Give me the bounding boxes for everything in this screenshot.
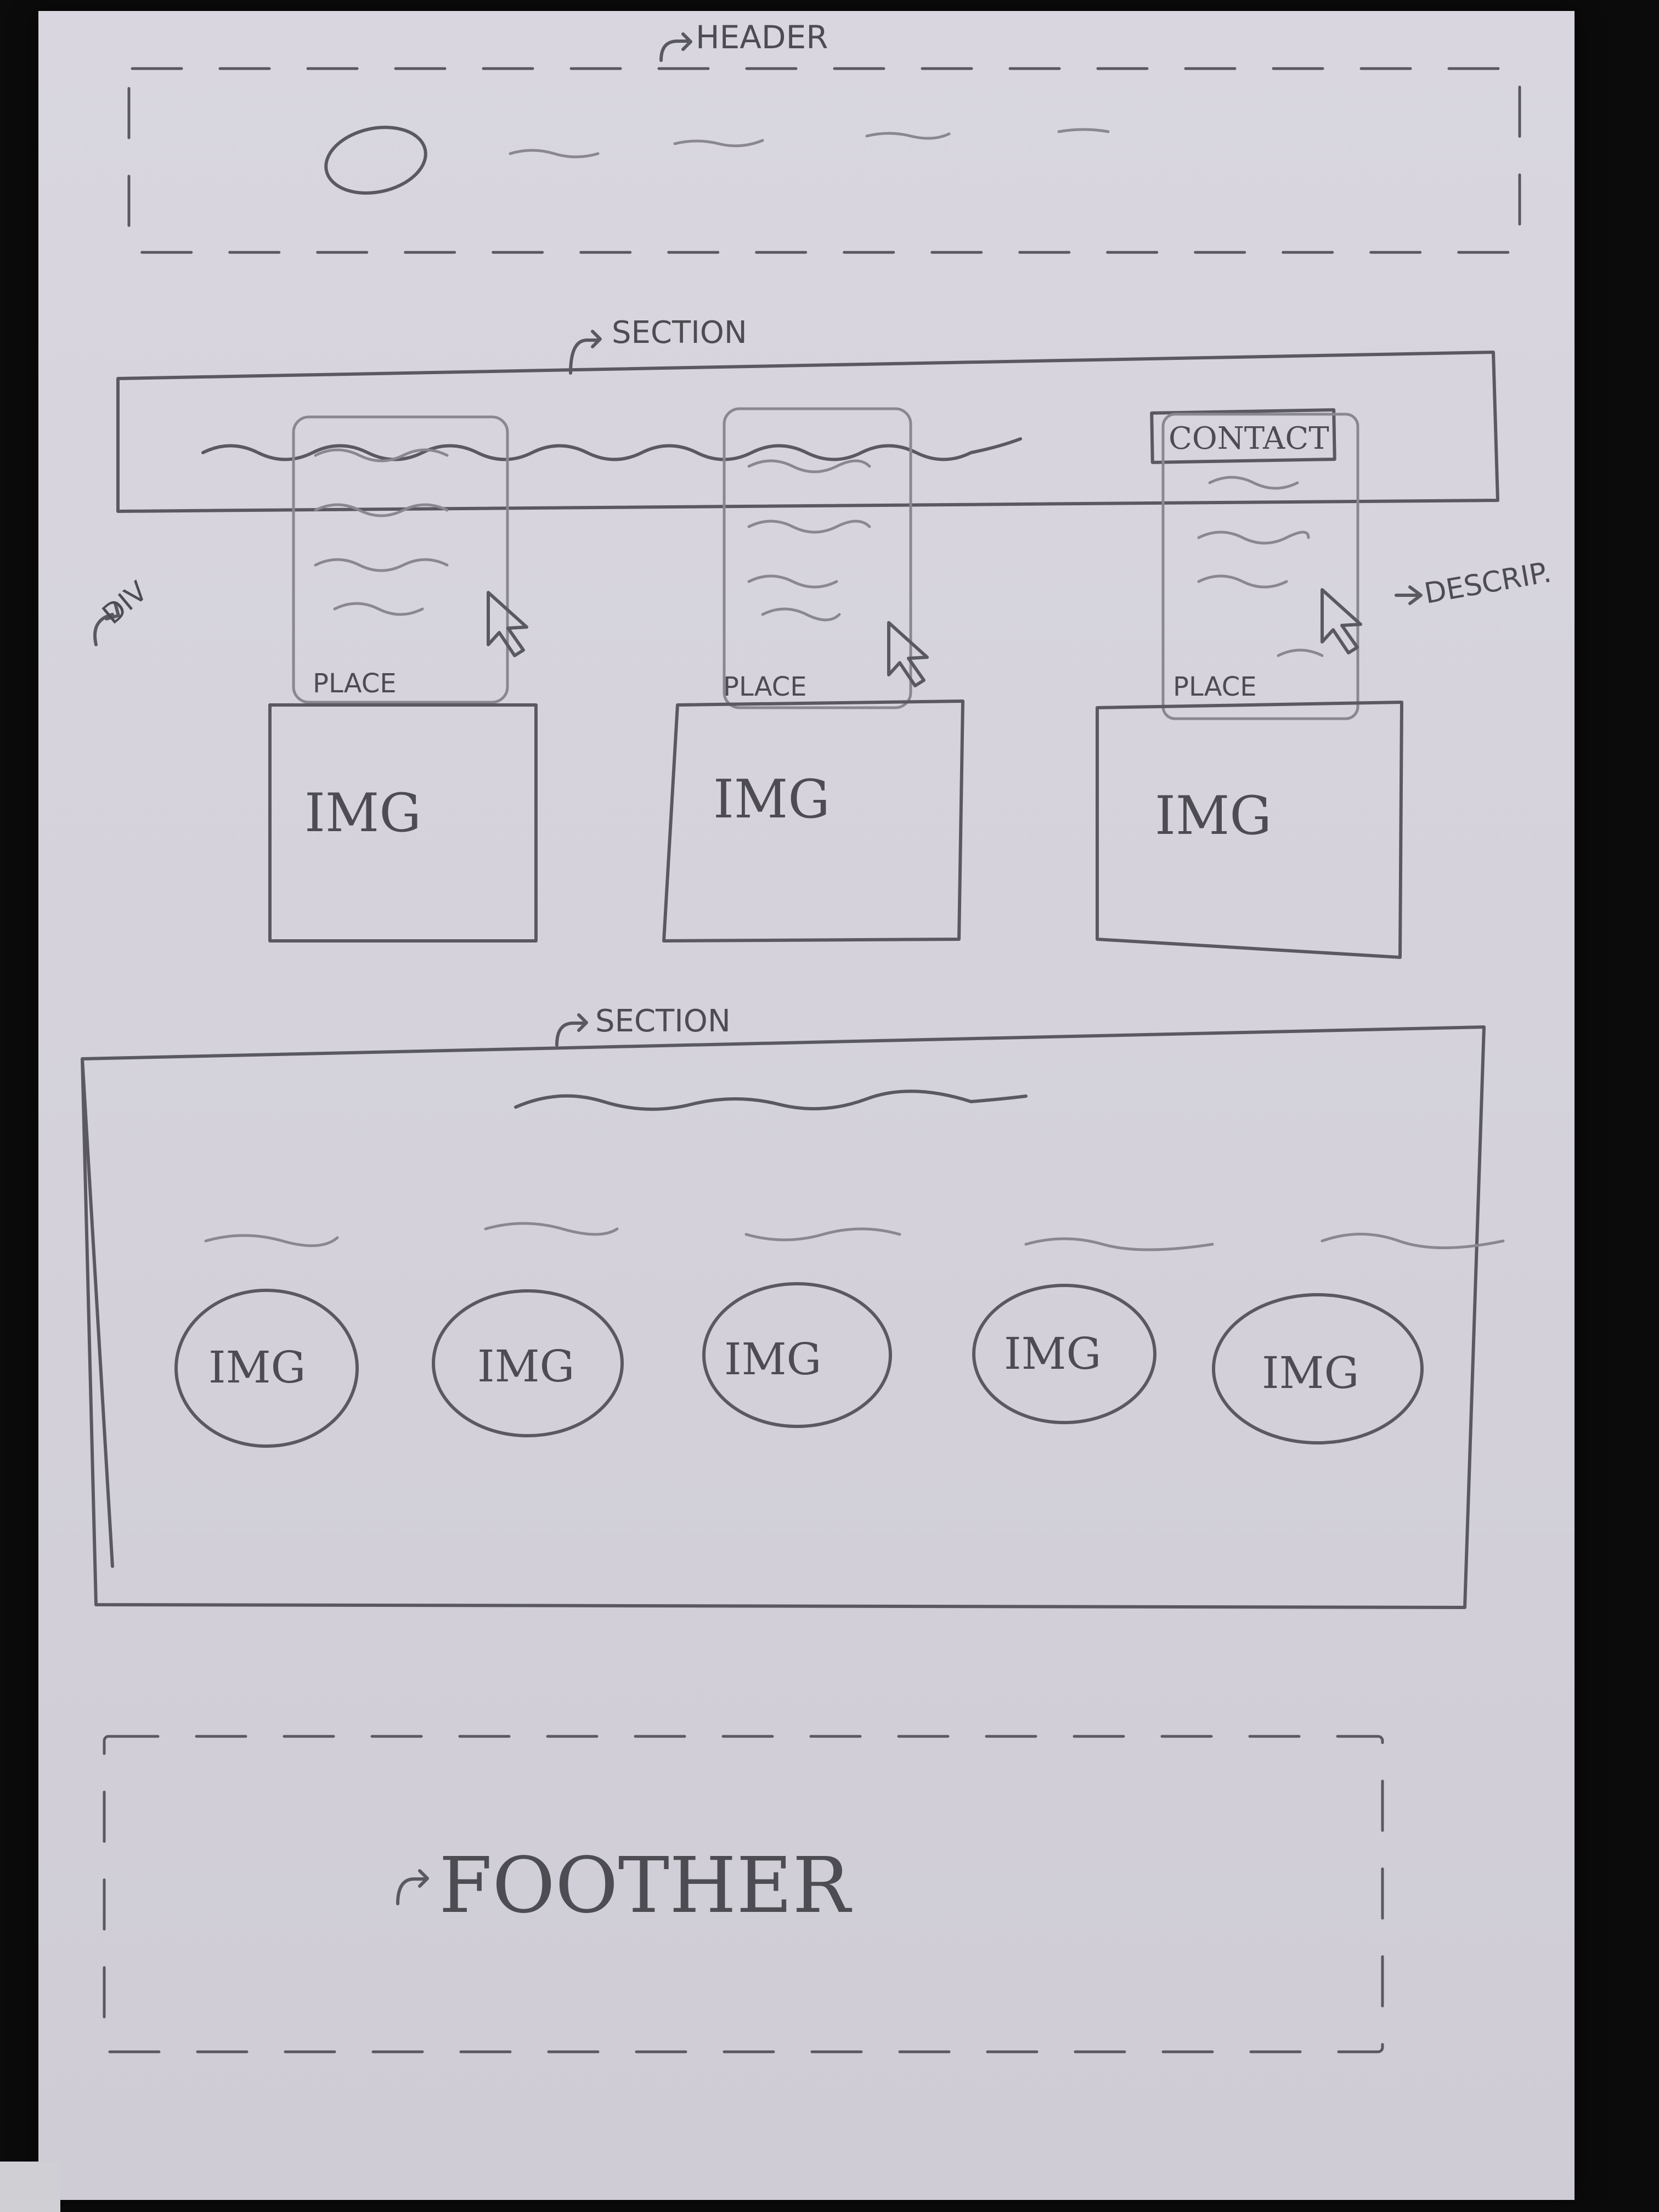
description-panel-3	[1161, 413, 1359, 720]
cursor-icon	[1321, 588, 1362, 654]
div-arrow-icon	[93, 602, 120, 646]
section-top-box	[116, 351, 1499, 513]
place-image-box-3	[1096, 701, 1403, 959]
description-text-scribble-1	[314, 448, 449, 616]
place-label-1: PLACE	[313, 668, 397, 699]
section-bottom-region	[81, 1025, 1505, 1609]
gallery-item-2[interactable]: IMG	[432, 1289, 624, 1437]
footer-region: FOOTHER	[103, 1735, 1384, 2053]
section-top-annotation: SECTION	[569, 315, 747, 375]
contact-button-label[interactable]: CONTACT	[1169, 421, 1329, 456]
place-card-1[interactable]: PLACE IMG	[268, 415, 538, 943]
div-label: DIV	[96, 575, 153, 631]
gallery-image-circle-3	[702, 1282, 892, 1428]
description-panel-1	[292, 415, 509, 704]
cursor-icon	[487, 591, 528, 657]
gallery-image-circle-2	[432, 1289, 624, 1437]
section-bottom-annotation: SECTION	[555, 1003, 731, 1047]
header-annotation: HEADER	[659, 19, 828, 62]
gallery-image-label-2: IMG	[477, 1341, 574, 1392]
gallery-image-label-1: IMG	[208, 1342, 306, 1393]
contact-button[interactable]	[1150, 408, 1336, 464]
cursor-icon	[887, 621, 929, 687]
section-top-title-scribble	[201, 437, 1022, 461]
gallery-image-label-3: IMG	[724, 1334, 821, 1385]
description-arrow-icon	[1395, 585, 1423, 605]
div-annotation: DIV	[93, 575, 154, 646]
header-nav-scribbles	[509, 128, 1110, 159]
header-arrow-icon	[659, 32, 692, 62]
gallery-image-circle-1	[174, 1289, 359, 1448]
footer-arrow-icon	[396, 1869, 429, 1905]
gallery-image-label-5: IMG	[1262, 1347, 1359, 1398]
header-label: HEADER	[696, 19, 828, 56]
place-label-3: PLACE	[1173, 672, 1257, 702]
section-bottom-label: SECTION	[595, 1003, 731, 1039]
header-region	[127, 67, 1521, 254]
place-label-2: PLACE	[723, 672, 807, 702]
section-bottom-arrow-icon	[555, 1013, 588, 1047]
header-dashed-box	[127, 67, 1521, 254]
section-top-region: CONTACT	[116, 351, 1499, 513]
gallery-item-3[interactable]: IMG	[702, 1282, 892, 1428]
description-text-scribble-3	[1197, 476, 1324, 657]
paper-corner	[0, 2162, 60, 2212]
description-annotation: DESCRIP.	[1395, 556, 1554, 611]
description-panel-2	[723, 407, 912, 709]
place-image-label-1: IMG	[304, 782, 421, 844]
gallery-item-5[interactable]: IMG	[1212, 1293, 1424, 1444]
place-image-label-2: IMG	[713, 769, 830, 830]
gallery-image-circle-4	[972, 1284, 1156, 1424]
gallery-image-label-4: IMG	[1004, 1328, 1101, 1379]
description-label: DESCRIP.	[1422, 556, 1554, 611]
footer-label: FOOTHER	[439, 1841, 852, 1931]
section-bottom-box	[81, 1025, 1486, 1609]
place-card-3[interactable]: PLACE IMG	[1096, 413, 1403, 959]
header-logo-placeholder	[324, 126, 427, 195]
place-image-box-1	[268, 703, 538, 943]
section-top-label: SECTION	[612, 315, 747, 351]
section-bottom-title-scribble	[514, 1090, 1028, 1111]
gallery-caption-scribbles	[204, 1222, 1505, 1251]
place-image-label-3: IMG	[1155, 785, 1272, 847]
gallery-item-1[interactable]: IMG	[174, 1289, 359, 1448]
place-card-2[interactable]: PLACE IMG	[662, 407, 964, 943]
description-text-scribble-2	[747, 459, 871, 622]
gallery-image-circle-5	[1212, 1293, 1424, 1444]
section-top-arrow-icon	[569, 330, 602, 375]
gallery-item-4[interactable]: IMG	[972, 1284, 1156, 1424]
footer-dashed-box	[103, 1735, 1384, 2053]
place-image-box-2	[662, 699, 964, 943]
